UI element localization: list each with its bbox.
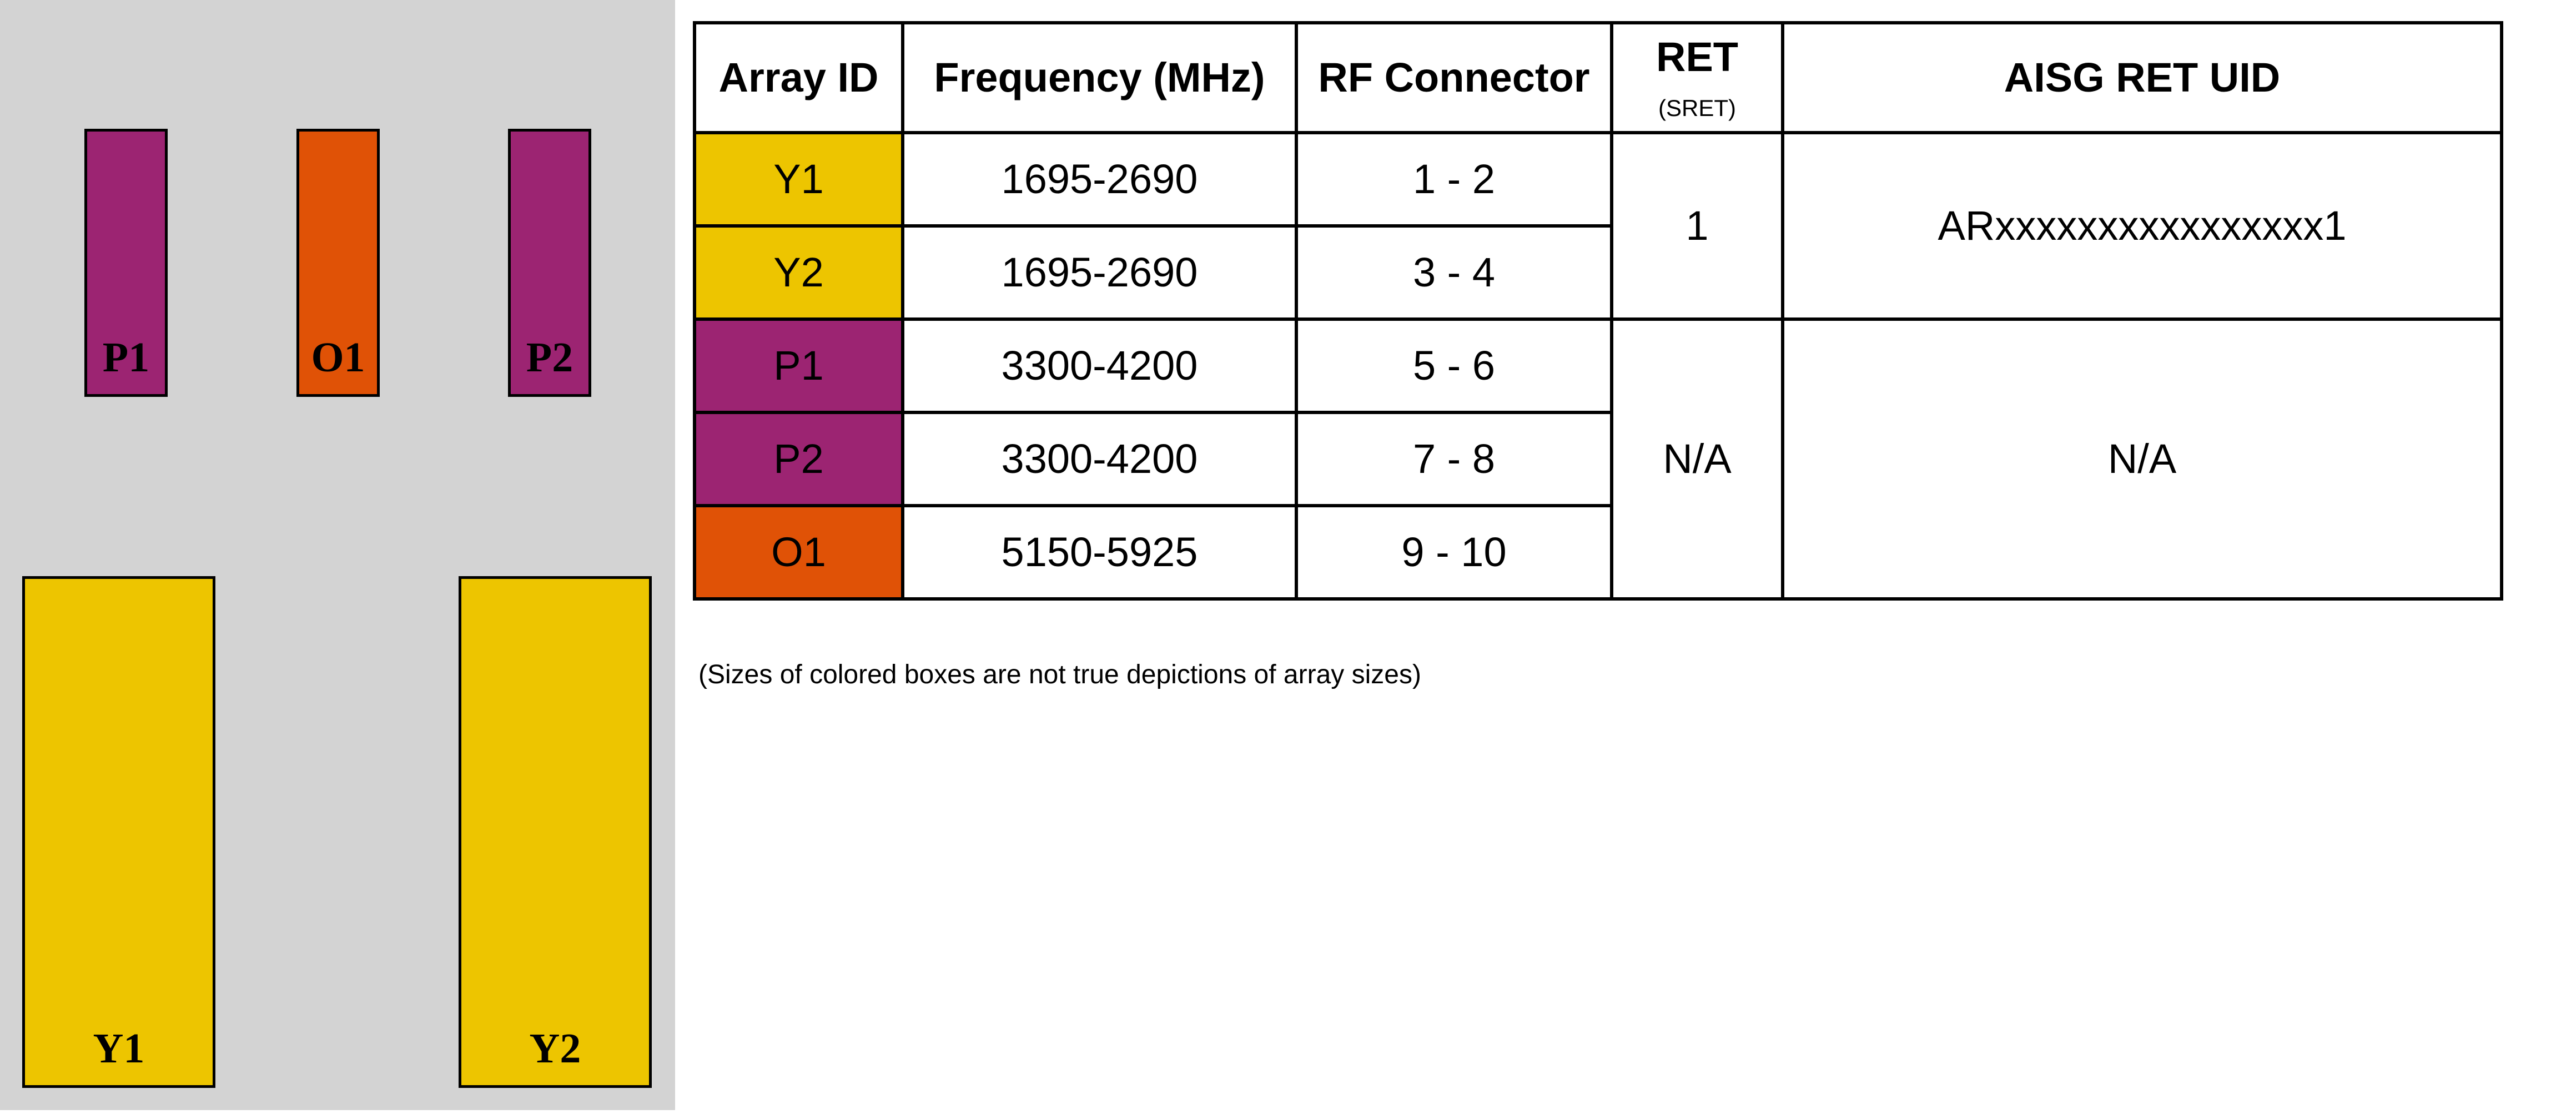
- cell-rf-connector-p2: 7 - 8: [1295, 411, 1613, 507]
- cell-rf-connector-o1: 9 - 10: [1295, 504, 1613, 601]
- cell-aisg-na-group: N/A: [1781, 317, 2503, 601]
- array-box-y1-label: Y1: [93, 1025, 145, 1072]
- header-ret: RET (SRET): [1610, 21, 1784, 134]
- cell-frequency-o1: 5150-5925: [901, 504, 1298, 601]
- cell-ret-na-group: N/A: [1610, 317, 1784, 601]
- table-row-y2: Y2 1695-2690 3 - 4: [693, 224, 2502, 321]
- cell-array-id-p1: P1: [693, 317, 904, 414]
- antenna-layout-panel: P1 O1 P2 Y1 Y2: [0, 0, 675, 1110]
- cell-array-id-o1: O1: [693, 504, 904, 601]
- table-row-p1: P1 3300-4200 5 - 6 N/A N/A: [693, 317, 2503, 601]
- array-box-p1: P1: [84, 129, 168, 397]
- header-frequency: Frequency (MHz): [901, 21, 1298, 134]
- array-box-y2-label: Y2: [529, 1025, 581, 1072]
- header-row: Array ID Frequency (MHz) RF Connector RE…: [693, 21, 2503, 134]
- header-ret-subtitle: (SRET): [1658, 95, 1736, 122]
- table-row-o1: O1 5150-5925 9 - 10: [693, 504, 2502, 601]
- cell-frequency-p1: 3300-4200: [901, 317, 1298, 414]
- table-row-p2: P2 3300-4200 7 - 8: [693, 411, 2502, 507]
- array-spec-table: Array ID Frequency (MHz) RF Connector RE…: [693, 21, 2503, 601]
- cell-frequency-y2: 1695-2690: [901, 224, 1298, 321]
- array-box-p2-label: P2: [526, 334, 573, 381]
- cell-ret-y-group: 1: [1610, 131, 1784, 321]
- cell-array-id-p2: P2: [693, 411, 904, 507]
- table-row-y1: Y1 1695-2690 1 - 2 1 ARxxxxxxxxxxxxxxxx1: [693, 131, 2503, 321]
- array-box-y2: Y2: [459, 576, 652, 1088]
- array-box-p2: P2: [508, 129, 591, 397]
- cell-rf-connector-p1: 5 - 6: [1295, 317, 1613, 414]
- cell-aisg-y-group: ARxxxxxxxxxxxxxxxx1: [1781, 131, 2503, 321]
- cell-array-id-y1: Y1: [693, 131, 904, 228]
- header-ret-title: RET: [1656, 34, 1738, 80]
- footnote: (Sizes of colored boxes are not true dep…: [698, 660, 1421, 689]
- cell-rf-connector-y2: 3 - 4: [1295, 224, 1613, 321]
- header-rf-connector: RF Connector: [1295, 21, 1613, 134]
- cell-frequency-y1: 1695-2690: [901, 131, 1298, 228]
- header-aisg-ret-uid: AISG RET UID: [1781, 21, 2503, 134]
- array-box-o1-label: O1: [311, 334, 365, 381]
- cell-array-id-y2: Y2: [693, 224, 904, 321]
- array-box-y1: Y1: [22, 576, 215, 1088]
- cell-rf-connector-y1: 1 - 2: [1295, 131, 1613, 228]
- array-box-p1-label: P1: [102, 334, 150, 381]
- cell-frequency-p2: 3300-4200: [901, 411, 1298, 507]
- array-box-o1: O1: [296, 129, 380, 397]
- header-array-id: Array ID: [693, 21, 904, 134]
